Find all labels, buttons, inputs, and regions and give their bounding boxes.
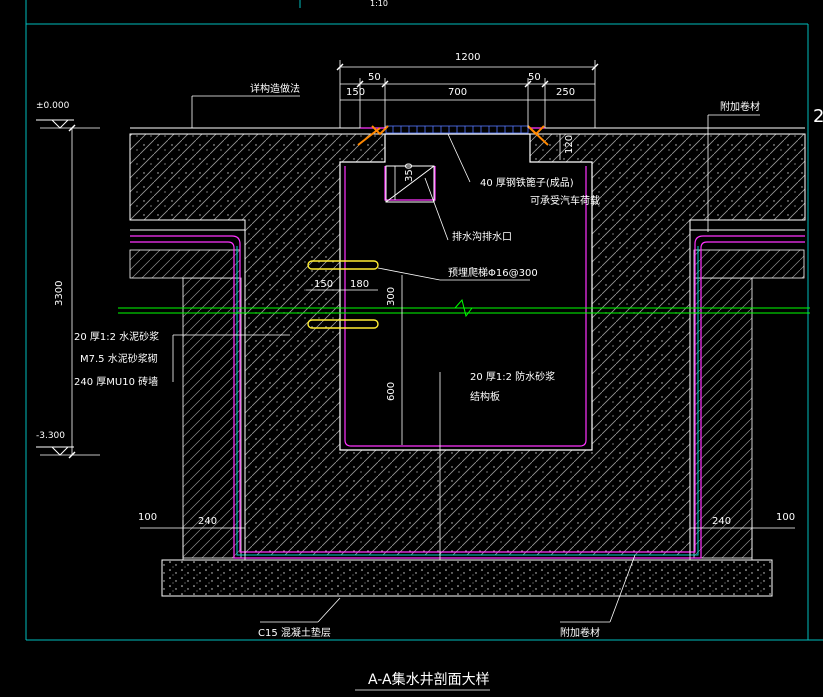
dim-depth-3300: 3300 <box>54 281 65 306</box>
label-grate: 40 厚钢铁篦子(成品) <box>480 176 574 189</box>
dim-right-flange: 250 <box>556 87 575 98</box>
dimension-lines <box>40 60 795 560</box>
scale-fragment: 1:10 <box>370 0 388 8</box>
dim-opening: 700 <box>448 87 467 98</box>
grate <box>385 125 529 134</box>
elevation-top: ±0.000 <box>36 101 70 111</box>
right-wall-strip <box>693 249 805 279</box>
label-detail-ref: 详构造做法 <box>250 82 300 95</box>
drain-outlet <box>385 165 435 203</box>
label-left-layer3: 240 厚MU10 砖墙 <box>74 375 158 388</box>
leader-lines <box>172 95 760 623</box>
dim-right-240: 240 <box>712 516 731 527</box>
right-brick-wall <box>693 277 753 559</box>
label-left-layer1: 20 厚1:2 水泥砂浆 <box>74 330 159 343</box>
annotation-labels: 详构造做法 附加卷材 40 厚钢铁篦子(成品) 可承受汽车荷载 排水沟排水口 预… <box>74 82 760 639</box>
grate-supports <box>357 125 549 146</box>
drawing-title: A-A集水井剖面大样 <box>368 671 490 688</box>
elevation-bottom: -3.300 <box>36 431 65 441</box>
dim-wall-180: 180 <box>350 279 369 290</box>
dimension-texts: 1200 50 50 150 700 250 350 120 3300 150 … <box>54 52 795 527</box>
label-cushion: C15 混凝土垫层 <box>258 626 331 639</box>
label-right-layer2: 结构板 <box>470 390 500 403</box>
dim-offset-right: 50 <box>528 72 541 83</box>
label-embedded-bar: 预埋爬梯Φ16@300 <box>448 266 538 279</box>
dim-total-width: 1200 <box>455 52 480 63</box>
ladder-rungs <box>307 260 379 329</box>
slab-edges <box>130 219 805 231</box>
membrane-cyan <box>236 246 699 556</box>
dim-right-100: 100 <box>776 512 795 523</box>
dim-left-flange: 150 <box>346 87 365 98</box>
dim-left-240: 240 <box>198 516 217 527</box>
label-vehicle-load: 可承受汽车荷载 <box>530 194 600 207</box>
left-brick-wall <box>182 277 242 559</box>
label-left-layer2: M7.5 水泥砂浆砌 <box>80 352 158 365</box>
dimension-ticks <box>68 63 599 459</box>
pit-interior <box>339 133 593 451</box>
axis-lines <box>118 298 810 318</box>
dim-depth-120: 120 <box>564 135 575 154</box>
dim-depth-350: 350 <box>404 163 415 182</box>
dim-left-100: 100 <box>138 512 157 523</box>
elevation-markers <box>36 119 74 456</box>
concrete-cushion <box>161 559 773 597</box>
label-drain-outlet: 排水沟排水口 <box>452 230 512 243</box>
label-added-layer-top: 附加卷材 <box>720 100 760 113</box>
dim-height-300: 300 <box>386 287 397 306</box>
dim-height-600: 600 <box>386 382 397 401</box>
label-added-layer-bottom: 附加卷材 <box>560 626 600 639</box>
label-right-layer1: 20 厚1:2 防水砂浆 <box>470 370 555 383</box>
sheet-edge-mark: 2 <box>813 106 823 127</box>
dim-wall-150: 150 <box>314 279 333 290</box>
left-wall-strip <box>129 249 241 279</box>
dim-offset-left: 50 <box>368 72 381 83</box>
sheet-frame <box>25 0 823 641</box>
